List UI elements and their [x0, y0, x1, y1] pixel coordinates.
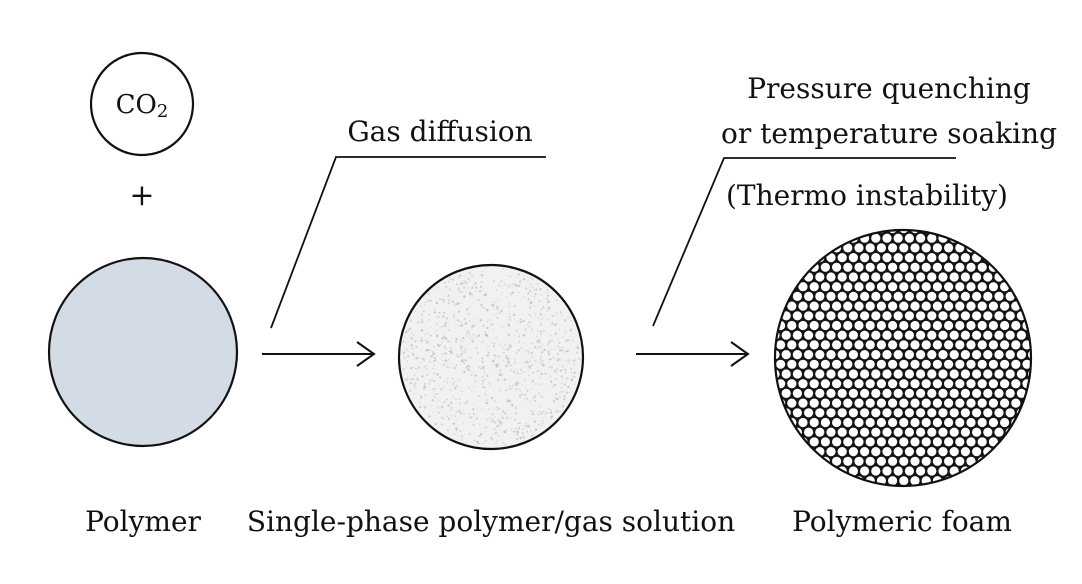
foam-label: Polymeric foam: [792, 505, 1012, 538]
arrow-1-head: [356, 341, 376, 367]
solution-circle: [397, 263, 585, 451]
arrow-2-head: [730, 341, 750, 367]
polymer-circle: [47, 256, 239, 448]
pressure-quenching-label: Pressure quenching: [747, 72, 1031, 105]
plus-sign: +: [129, 178, 154, 213]
temperature-soaking-label: or temperature soaking: [721, 117, 1057, 150]
thermo-instability-label: (Thermo instability): [726, 179, 1008, 212]
solution-label: Single-phase polymer/gas solution: [247, 505, 735, 538]
polymer-label: Polymer: [85, 505, 201, 538]
gas-diffusion-leader: [270, 156, 546, 329]
gas-diffusion-label: Gas diffusion: [347, 115, 532, 148]
foam-circle: [773, 228, 1033, 488]
co2-circle: [89, 51, 195, 157]
co2-label: CO2: [116, 90, 169, 122]
pressure-quench-leader: [652, 157, 956, 327]
